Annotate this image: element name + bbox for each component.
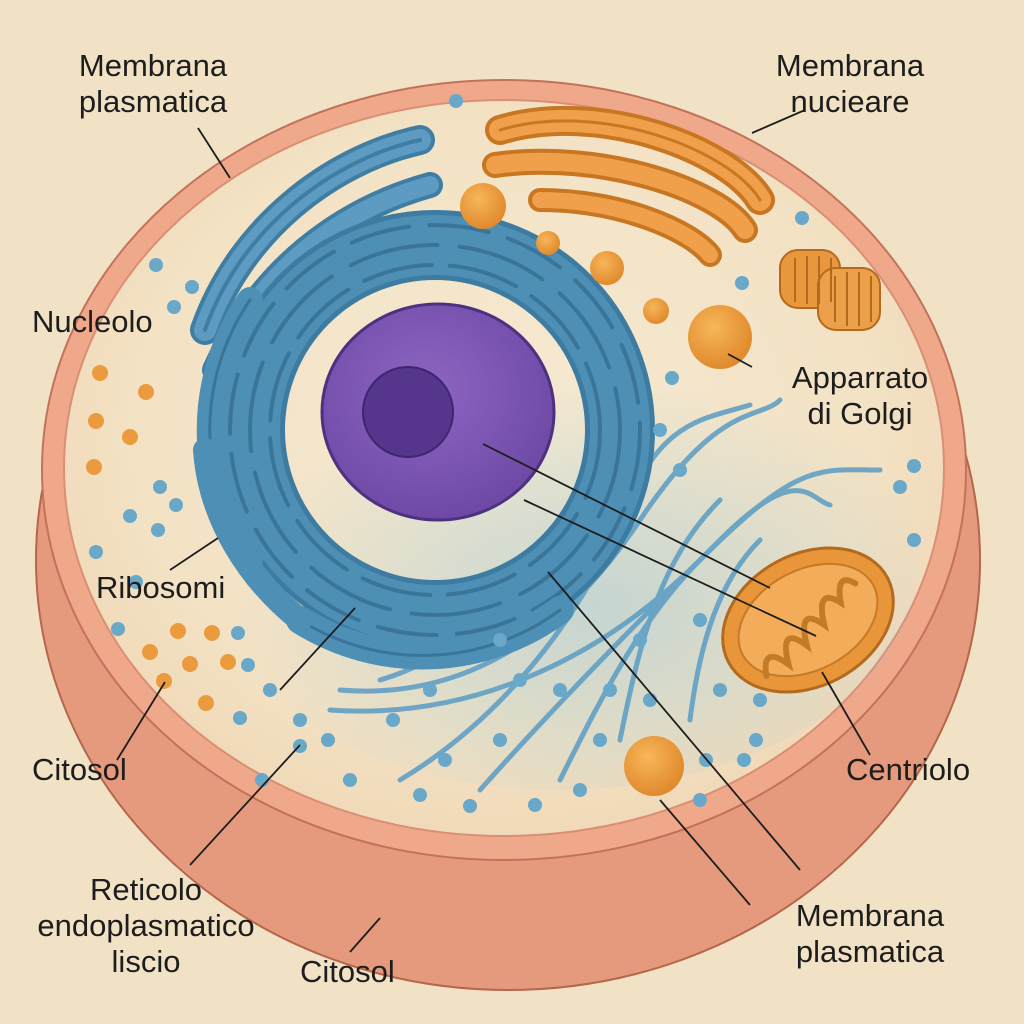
cytosol-particle: [293, 713, 307, 727]
label-line: nucieare: [790, 84, 910, 119]
endoplasmic-reticulum: [190, 125, 655, 670]
ribosome-dot: [204, 625, 220, 641]
ribosome-dot: [156, 673, 172, 689]
ribosome-dot: [198, 695, 214, 711]
cytosol-particle: [753, 693, 767, 707]
cytosol-particle: [693, 793, 707, 807]
cytosol-particle: [149, 258, 163, 272]
label-line: di Golgi: [807, 396, 913, 431]
ribosome-dot: [88, 413, 104, 429]
cytosol-particle: [89, 545, 103, 559]
cytosol-particle: [241, 658, 255, 672]
cytosol-particle: [553, 683, 567, 697]
cytosol-particle: [603, 683, 617, 697]
ribosome-dot: [220, 654, 236, 670]
vesicles: [460, 183, 752, 796]
cytosol-particle: [513, 673, 527, 687]
cytosol-particle: [153, 480, 167, 494]
cytosol-particle: [185, 280, 199, 294]
cytosol-particle: [735, 276, 749, 290]
cytosol-particle: [573, 783, 587, 797]
cytosol-particle: [423, 683, 437, 697]
ribosome-dot: [182, 656, 198, 672]
label-centriolo: Centriolo: [846, 752, 971, 787]
cytosol-particle: [123, 509, 137, 523]
cytosol-particle: [907, 533, 921, 547]
ribosome-dots: [86, 365, 236, 711]
cytosol-particle: [713, 683, 727, 697]
centriole-pair: [779, 249, 881, 331]
ribosome-dot: [122, 429, 138, 445]
cytosol-particle: [169, 498, 183, 512]
cytosol-particle: [386, 713, 400, 727]
ribosome-dot: [138, 384, 154, 400]
ribosome-dot: [142, 644, 158, 660]
label-line: Reticolo: [90, 872, 202, 907]
cytosol-particle: [907, 459, 921, 473]
cytosol-particle: [893, 480, 907, 494]
cytosol-particle: [263, 683, 277, 697]
cytosol-particle: [665, 371, 679, 385]
label-reticolo-endoplasmatico: Reticolo endoplasmatico liscio: [26, 872, 266, 980]
cytosol-particle: [693, 613, 707, 627]
label-line: Apparrato: [791, 360, 929, 395]
label-line: endoplasmatico: [37, 908, 255, 943]
cytosol-particle: [449, 94, 463, 108]
cytosol-particle: [653, 423, 667, 437]
label-apparato-golgi: Apparrato di Golgi: [760, 360, 960, 432]
ribosome-dot: [170, 623, 186, 639]
label-line: plasmatica: [795, 934, 945, 969]
label-line: Membrana: [775, 48, 925, 83]
cytosol-particle: [643, 693, 657, 707]
cytosol-particle: [413, 788, 427, 802]
cytosol-particle: [528, 798, 542, 812]
ribosome-dot: [92, 365, 108, 381]
cytosol-particle: [231, 626, 245, 640]
mitochondrion: [721, 546, 895, 694]
label-citosol-bottom: Citosol: [300, 954, 395, 989]
golgi-stack: [482, 105, 775, 267]
cytosol-particle: [795, 211, 809, 225]
cytosol-particle: [633, 633, 647, 647]
label-line: Membrana: [78, 48, 228, 83]
cytosol-particle: [233, 711, 247, 725]
cytosol-particles: [89, 94, 921, 813]
cytosol-particle: [321, 733, 335, 747]
cytosol-particle: [493, 633, 507, 647]
cytosol-particle: [463, 799, 477, 813]
label-membrana-nucleare: Membrana nucieare: [760, 48, 940, 120]
label-line: plasmatica: [78, 84, 228, 119]
nucleolus: [362, 366, 454, 458]
cytosol-particle: [749, 733, 763, 747]
cytosol-particle: [493, 733, 507, 747]
label-nucleolo: Nucleolo: [32, 304, 153, 339]
cytosol-particle: [737, 753, 751, 767]
label-ribosomi: Ribosomi: [96, 570, 226, 605]
cytosol-particle: [151, 523, 165, 537]
cytosol-particle: [438, 753, 452, 767]
cytosol-particle: [167, 300, 181, 314]
cytosol-particle: [343, 773, 357, 787]
cytosol-particle: [129, 575, 143, 589]
label-membrana-plasmatica-bottom: Membrana plasmatica: [770, 898, 970, 970]
label-line: Membrana: [795, 898, 945, 933]
label-membrana-plasmatica-top: Membrana plasmatica: [58, 48, 248, 120]
cytosol-particle: [673, 463, 687, 477]
label-citosol-left: Citosol: [32, 752, 127, 787]
cytosol-particle: [593, 733, 607, 747]
label-line: liscio: [111, 944, 181, 979]
cytosol-particle: [111, 622, 125, 636]
ribosome-dot: [86, 459, 102, 475]
leader-lines: [116, 109, 871, 953]
